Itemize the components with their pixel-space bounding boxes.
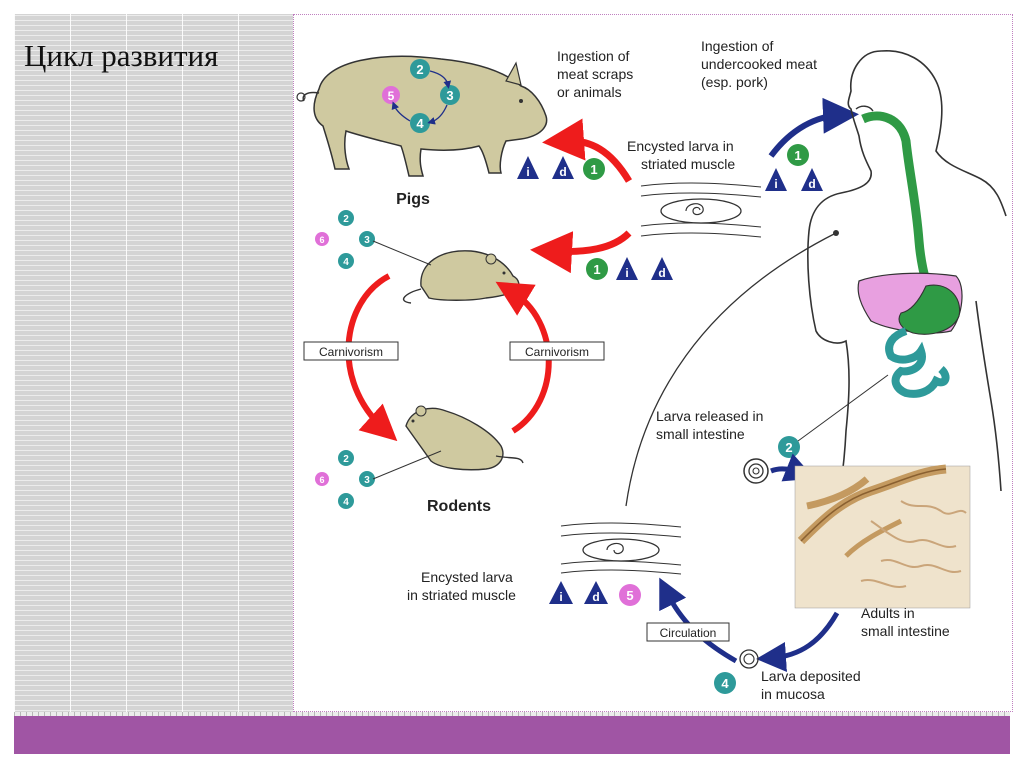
arrow-to-rodent bbox=[530, 230, 632, 274]
larva-released-label: Larva released in small intestine bbox=[656, 408, 767, 442]
svg-text:3: 3 bbox=[364, 235, 370, 246]
adults-label: Adults in small intestine bbox=[861, 605, 950, 639]
encysted-bottom-label: Encysted larva in striated muscle bbox=[407, 569, 517, 603]
pig-stage-cycle: 2 3 4 5 bbox=[382, 59, 460, 133]
pigs-label: Pigs bbox=[396, 191, 430, 208]
svg-text:5: 5 bbox=[626, 588, 633, 603]
slide-title: Цикл развития bbox=[24, 38, 219, 73]
svg-text:1: 1 bbox=[593, 262, 600, 277]
stomach-shape bbox=[898, 284, 961, 335]
svg-text:1: 1 bbox=[794, 148, 801, 163]
badge-group-human: 1 i d bbox=[765, 144, 823, 191]
badge-group-pig: i d 1 bbox=[517, 156, 605, 180]
rodents-label: Rodents bbox=[427, 498, 491, 515]
stage-1-marker bbox=[586, 258, 608, 280]
stage-5-marker bbox=[382, 86, 400, 104]
svg-text:4: 4 bbox=[416, 116, 424, 131]
ingestion-meat-label: Ingestion of undercooked meat (esp. pork… bbox=[701, 38, 821, 90]
svg-text:2: 2 bbox=[416, 62, 423, 77]
rodent-top-illustration bbox=[402, 250, 520, 304]
larva-coil-small-icon bbox=[739, 649, 759, 669]
small-intestine bbox=[885, 327, 950, 398]
arrow-adults-to-mucosa bbox=[756, 611, 840, 672]
rodent-bottom-stage-cycle: 2 3 4 6 bbox=[315, 450, 442, 509]
stage-5-marker bbox=[619, 584, 641, 606]
svg-text:i: i bbox=[774, 177, 777, 191]
diagnostic-stage-icon bbox=[584, 581, 608, 604]
svg-text:d: d bbox=[592, 590, 599, 604]
svg-text:Circulation: Circulation bbox=[660, 626, 717, 640]
svg-text:2: 2 bbox=[343, 214, 349, 225]
carnivorism-arrow-right bbox=[495, 281, 552, 434]
rodent-top-stage-cycle: 2 3 4 6 bbox=[315, 210, 432, 269]
human-illustration bbox=[807, 50, 1007, 532]
stage-4-marker bbox=[410, 113, 430, 133]
adult-worms-photo bbox=[794, 464, 971, 609]
infective-stage-icon bbox=[549, 581, 573, 604]
stage-1-marker bbox=[583, 158, 605, 180]
svg-text:2: 2 bbox=[785, 440, 792, 455]
diagnostic-stage-icon bbox=[801, 168, 823, 191]
svg-text:Carnivorism: Carnivorism bbox=[525, 345, 589, 359]
bottom-rule bbox=[14, 712, 1010, 716]
left-panel-background bbox=[14, 14, 296, 716]
svg-text:4: 4 bbox=[721, 676, 729, 691]
infective-stage-icon bbox=[517, 156, 539, 179]
svg-text:i: i bbox=[526, 165, 529, 179]
arrow-to-pig bbox=[542, 118, 633, 183]
diagnostic-stage-icon bbox=[552, 156, 574, 179]
arrow-to-human bbox=[768, 97, 859, 158]
svg-text:1: 1 bbox=[590, 162, 597, 177]
svg-text:i: i bbox=[625, 266, 628, 280]
badge-group-rodent: 1 i d bbox=[586, 257, 673, 280]
badge-group-bottom: i d 5 bbox=[549, 581, 641, 606]
trichinella-life-cycle-diagram: 2 3 4 5 Pigs Ingestion of meat scraps or… bbox=[293, 14, 1013, 712]
svg-text:3: 3 bbox=[446, 88, 453, 103]
carnivorism-label-right: Carnivorism bbox=[509, 341, 605, 361]
svg-text:d: d bbox=[658, 266, 665, 280]
encysted-top-label: Encysted larva in striated muscle bbox=[627, 138, 738, 172]
stage-2-marker bbox=[778, 436, 800, 458]
svg-text:6: 6 bbox=[319, 235, 324, 245]
svg-text:2: 2 bbox=[343, 454, 349, 465]
pig-illustration bbox=[296, 55, 548, 177]
larva-deposited-label: Larva deposited in mucosa bbox=[761, 668, 865, 702]
svg-text:3: 3 bbox=[364, 475, 370, 486]
svg-text:d: d bbox=[808, 177, 815, 191]
svg-text:i: i bbox=[559, 590, 562, 604]
svg-text:d: d bbox=[559, 165, 566, 179]
infective-stage-icon bbox=[616, 257, 638, 280]
diagnostic-stage-icon bbox=[651, 257, 673, 280]
muscle-tissue-top bbox=[640, 182, 762, 238]
svg-text:Carnivorism: Carnivorism bbox=[319, 345, 383, 359]
esophagus bbox=[861, 111, 936, 303]
svg-text:4: 4 bbox=[343, 497, 349, 508]
carnivorism-label-left: Carnivorism bbox=[303, 341, 399, 361]
stage-2-marker bbox=[410, 59, 430, 79]
rodent-bottom-illustration bbox=[405, 405, 524, 471]
svg-text:4: 4 bbox=[343, 257, 349, 268]
svg-text:5: 5 bbox=[388, 89, 395, 103]
circulation-label: Circulation bbox=[646, 622, 730, 642]
bottom-accent-bar bbox=[14, 716, 1010, 754]
ingestion-scraps-label: Ingestion of meat scraps or animals bbox=[557, 48, 637, 100]
stage-1-marker bbox=[787, 144, 809, 166]
stage-3-marker bbox=[440, 85, 460, 105]
svg-text:6: 6 bbox=[319, 475, 324, 485]
larva-coil-icon bbox=[743, 458, 769, 484]
infective-stage-icon bbox=[765, 168, 787, 191]
muscle-tissue-bottom bbox=[560, 522, 682, 575]
stage-4-marker bbox=[714, 672, 736, 694]
connector-line-muscle-human bbox=[625, 232, 837, 507]
diagram-svg: 2 3 4 5 Pigs Ingestion of meat scraps or… bbox=[296, 38, 1007, 702]
